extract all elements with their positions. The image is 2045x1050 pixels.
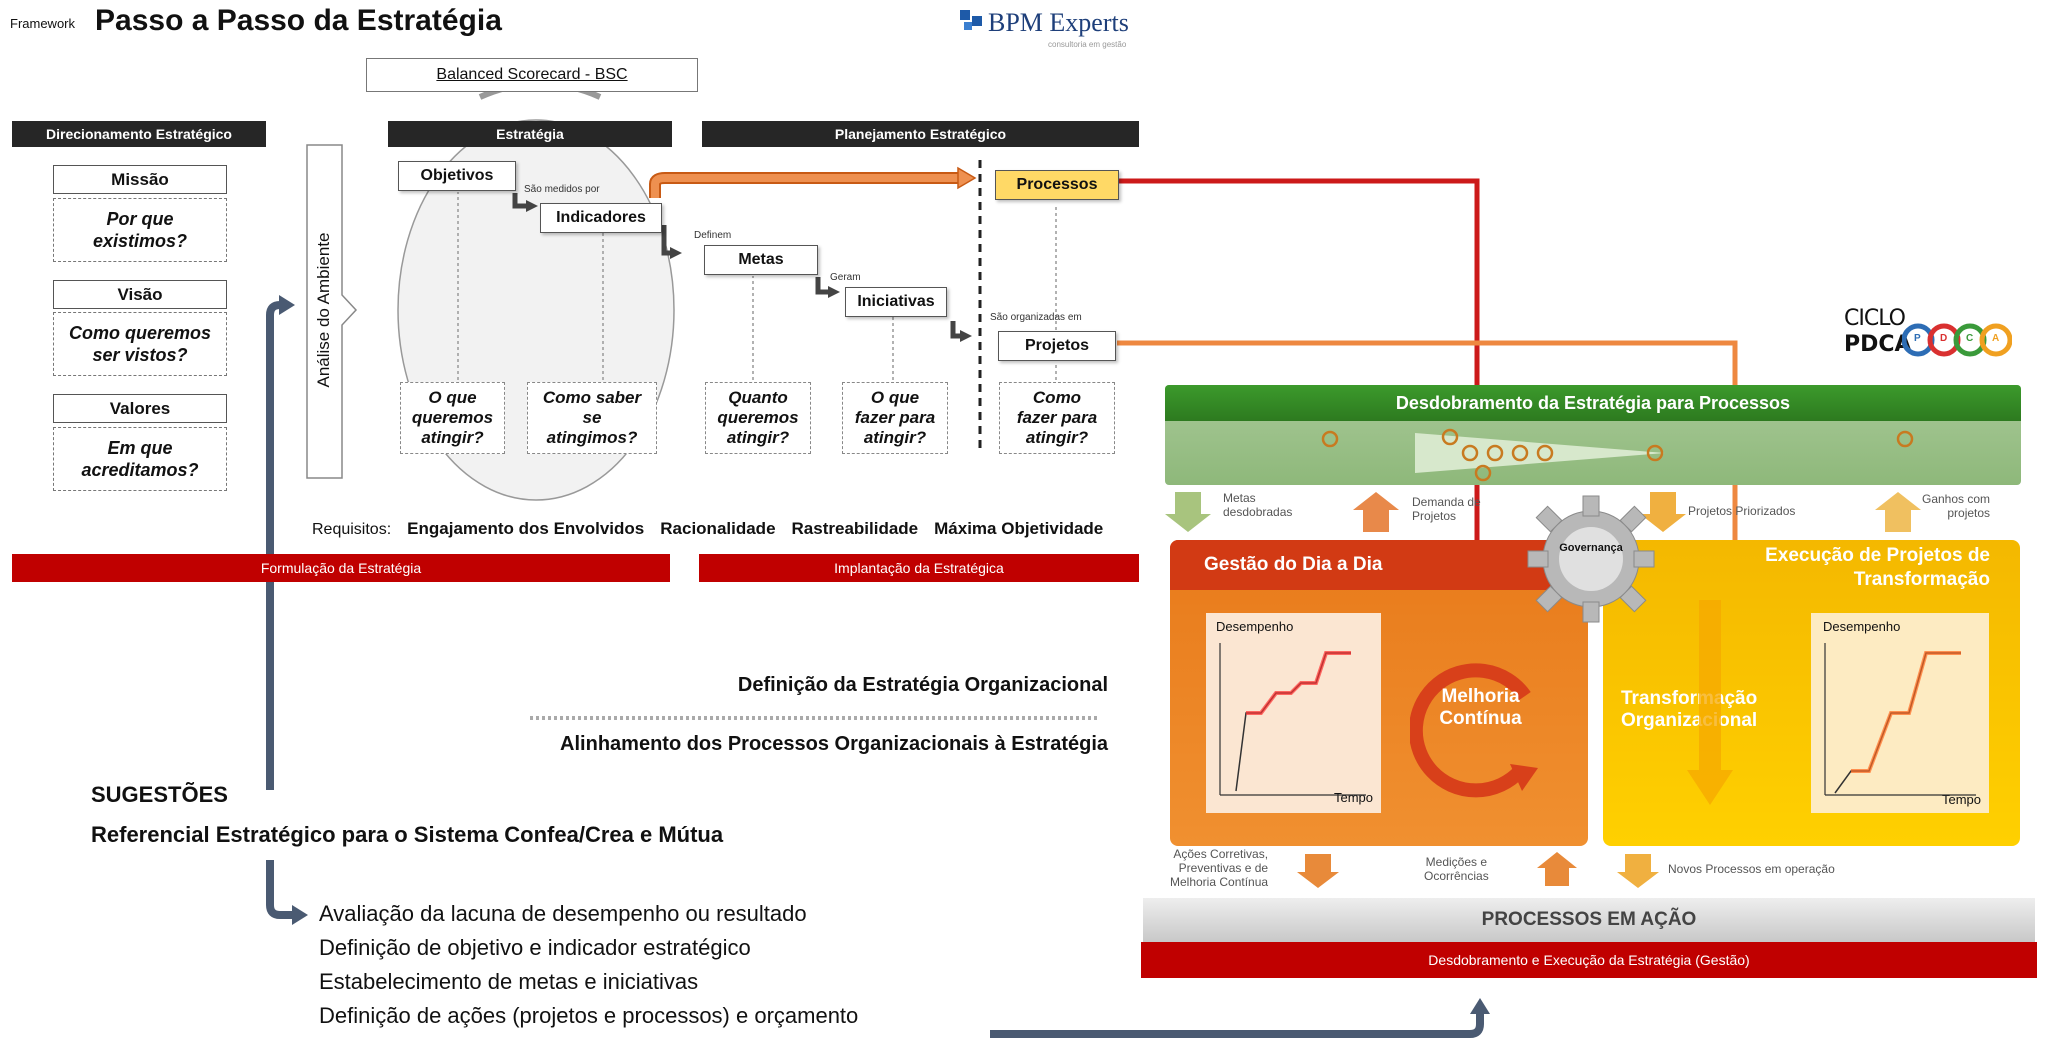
list-item: Definição de objetivo e indicador estrat… xyxy=(319,935,751,960)
suggestions-list: Avaliação da lacuna de desempenho ou res… xyxy=(319,897,858,1033)
list-item: Definição de ações (projetos e processos… xyxy=(319,1003,859,1028)
header-estrategia: Estratégia xyxy=(388,121,672,147)
requisito-item: Rastreabilidade xyxy=(791,519,919,538)
melhoria-label: Melhoria Contínua xyxy=(1439,686,1522,729)
projetos-priorizados-label: Projetos Priorizados xyxy=(1688,504,1796,518)
question-indicadores: Como saber se atingimos? xyxy=(527,382,657,454)
analise-ambiente-label: Análise do Ambiente xyxy=(314,232,333,388)
tempo-label: Tempo xyxy=(1941,792,1981,807)
green-band-wedge xyxy=(1321,428,1914,482)
framework-label: Framework xyxy=(10,16,76,31)
requisito-item: Engajamento dos Envolvidos xyxy=(407,519,645,538)
processos-acao-bar: PROCESSOS EM AÇÃO xyxy=(1143,898,2035,942)
execucao-title: Execução de Projetos de Transformação xyxy=(1765,545,1990,590)
bsc-label-box: Balanced Scorecard - BSC xyxy=(366,58,698,92)
definicao-estrategia: Definição da Estratégia Organizacional xyxy=(737,674,1108,696)
header-planejamento: Planejamento Estratégico xyxy=(702,121,1139,147)
pdca-circles-icon xyxy=(1902,323,2012,357)
bottom-arrows-row xyxy=(1297,852,1659,888)
tempo-label: Tempo xyxy=(1333,790,1373,805)
logo-text: BPM Experts xyxy=(988,8,1129,37)
governanca-label: Governança xyxy=(1559,542,1623,554)
header-direcionamento: Direcionamento Estratégico xyxy=(12,121,266,147)
objetivos-box: Objetivos xyxy=(398,161,516,191)
question-projetos: Como fazer para atingir? xyxy=(999,382,1115,454)
ganhos-label: Ganhos com projetos xyxy=(1922,492,1991,520)
visao-question: Como queremos ser vistos? xyxy=(53,312,227,376)
pdca-letter: P xyxy=(1914,333,1921,344)
geram-label: Geram xyxy=(830,272,861,283)
requisito-item: Racionalidade xyxy=(660,519,776,538)
requisitos-row: Requisitos: Engajamento dos Envolvidos R… xyxy=(312,519,1132,539)
green-band: Desdobramento da Estratégia para Process… xyxy=(1165,385,2021,485)
visao-box: Visão xyxy=(53,280,227,309)
governanca-gear-icon xyxy=(1527,495,1655,623)
suggestions-subtitle: Referencial Estratégico para o Sistema C… xyxy=(91,822,724,847)
execucao-block: Execução de Projetos de Transformação Tr… xyxy=(1603,540,2020,846)
metas-box: Metas xyxy=(704,245,818,275)
list-item: Estabelecimento de metas e iniciativas xyxy=(319,969,699,994)
green-band-title: Desdobramento da Estratégia para Process… xyxy=(1165,385,2021,421)
melhoria-cycle-icon xyxy=(1410,663,1538,798)
gestao-dia-title: Gestão do Dia a Dia xyxy=(1170,540,1588,590)
question-metas: Quanto queremos atingir? xyxy=(705,382,811,454)
valores-question: Em que acreditamos? xyxy=(53,427,227,491)
logo-subtext: consultoria em gestão xyxy=(1048,40,1127,49)
iniciativas-box: Iniciativas xyxy=(845,287,947,317)
gestao-dia-block: Gestão do Dia a Dia Desempenho Tempo Mel… xyxy=(1170,540,1588,846)
pdca-label: PDCA xyxy=(1844,332,1912,357)
pdca-letter: D xyxy=(1940,333,1948,344)
pdca-letters: P D C A xyxy=(1902,333,2012,347)
list-item: Avaliação da lacuna de desempenho ou res… xyxy=(319,901,807,926)
processos-box: Processos xyxy=(995,170,1119,200)
question-iniciativas: O que fazer para atingir? xyxy=(842,382,948,454)
desempenho-label: Desempenho xyxy=(1823,619,1901,634)
ciclo-label: CICLO xyxy=(1844,306,1906,331)
metas-desdobradas-label: Metas desdobradas xyxy=(1223,491,1293,519)
formulacao-bar: Formulação da Estratégia xyxy=(12,554,670,582)
suggestions-title: SUGESTÕES xyxy=(91,782,228,807)
pdca-letter: A xyxy=(1992,333,2000,344)
demanda-label: Demanda de Projetos xyxy=(1412,495,1481,523)
ciclo-pdca-logo: CICLO PDCA P D C A xyxy=(1844,302,2012,366)
bsc-label: Balanced Scorecard - BSC xyxy=(436,66,628,83)
desempenho-chart-right: Desempenho Tempo xyxy=(1811,613,1989,813)
missao-question: Por que existimos? xyxy=(53,198,227,262)
projetos-box: Projetos xyxy=(998,331,1116,361)
pdca-letter: C xyxy=(1966,333,1974,344)
acoes-label: Ações Corretivas, Preventivas e de Melho… xyxy=(1170,847,1269,889)
valores-box: Valores xyxy=(53,394,227,423)
transformacao-label: Transformação Organizacional xyxy=(1621,688,1758,731)
requisito-item: Máxima Objetividade xyxy=(934,519,1104,538)
desempenho-label: Desempenho xyxy=(1216,619,1294,634)
page-title: Passo a Passo da Estratégia xyxy=(95,4,502,37)
bpm-logo: BPM Experts consultoria em gestão xyxy=(958,6,1138,50)
definem-label: Definem xyxy=(694,230,732,241)
transformacao-arrow xyxy=(1687,600,1733,805)
indicadores-box: Indicadores xyxy=(540,203,662,233)
novos-processos-label: Novos Processos em operação xyxy=(1668,862,1835,876)
question-objetivos: O que queremos atingir? xyxy=(400,382,505,454)
logo-icon xyxy=(960,10,982,30)
desdobramento-gestao-bar: Desdobramento e Execução da Estratégia (… xyxy=(1141,942,2037,978)
implantacao-bar: Implantação da Estratégica xyxy=(699,554,1139,582)
medicoes-label: Medições e Ocorrências xyxy=(1424,855,1489,883)
requisitos-label: Requisitos: xyxy=(312,521,392,538)
missao-box: Missão xyxy=(53,165,227,194)
alinhamento-processos: Alinhamento dos Processos Organizacionai… xyxy=(560,733,1108,755)
organizadas-label: São organizadas em xyxy=(990,312,1082,323)
medidos-label: São medidos por xyxy=(524,184,600,195)
flow-arrows-row xyxy=(1165,492,1921,532)
desempenho-chart-left: Desempenho Tempo xyxy=(1206,613,1381,813)
